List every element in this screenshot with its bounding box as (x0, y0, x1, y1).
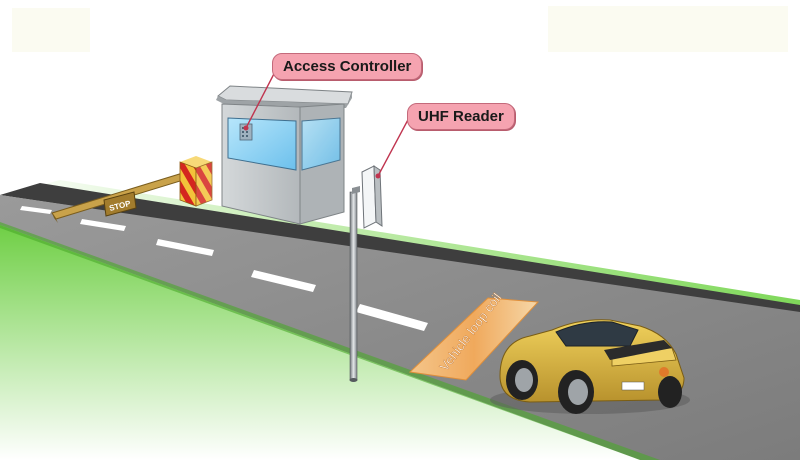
top-right-panel (548, 6, 788, 52)
top-left-panel (12, 8, 90, 52)
booth-window-side (301, 117, 341, 171)
barrier-post (179, 156, 213, 207)
access-controller-label: Access Controller (272, 53, 423, 80)
guard-booth (216, 85, 353, 225)
car (490, 319, 690, 414)
uhf-reader-pole (349, 165, 383, 382)
uhf-reader-label: UHF Reader (407, 103, 515, 130)
lane-markings (20, 206, 428, 331)
uhf-reader-leader (377, 115, 411, 177)
car-spoiler (604, 340, 672, 360)
stop-sign: STOP (103, 191, 137, 217)
uhf-reader-device (361, 165, 383, 229)
access-controller-leader (245, 65, 279, 129)
barrier-gate: STOP (51, 156, 213, 223)
road-curb (0, 183, 800, 315)
